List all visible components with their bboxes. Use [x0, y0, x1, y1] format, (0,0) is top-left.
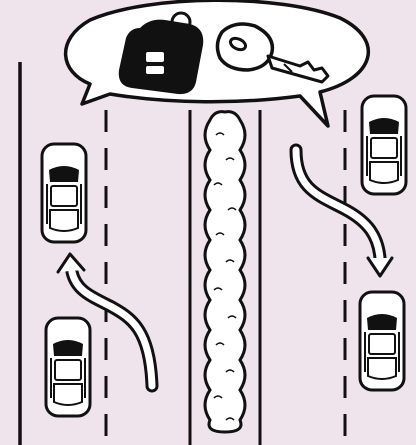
median-strip: [188, 110, 262, 445]
car-icon: [360, 94, 408, 196]
key-fob-icon: [118, 11, 204, 95]
median-bushes: [203, 110, 247, 434]
car-icon: [40, 142, 88, 244]
car-icon: [44, 316, 92, 418]
lane-change-arrow-icon: [56, 252, 159, 393]
lane-change-arrow-icon: [289, 143, 394, 278]
car-key-icon: [215, 22, 330, 84]
car-icon: [358, 290, 406, 392]
median-texture: [213, 132, 237, 421]
